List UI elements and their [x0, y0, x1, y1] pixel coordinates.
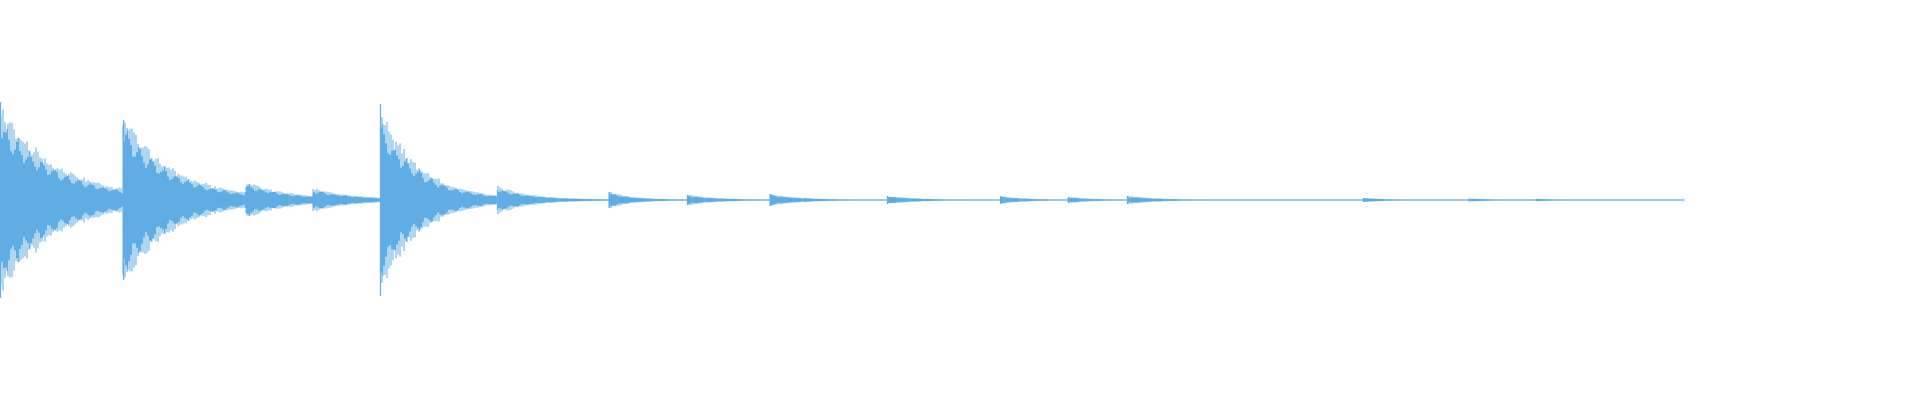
- waveform-plot: [0, 102, 1685, 298]
- audio-waveform: [0, 102, 1685, 298]
